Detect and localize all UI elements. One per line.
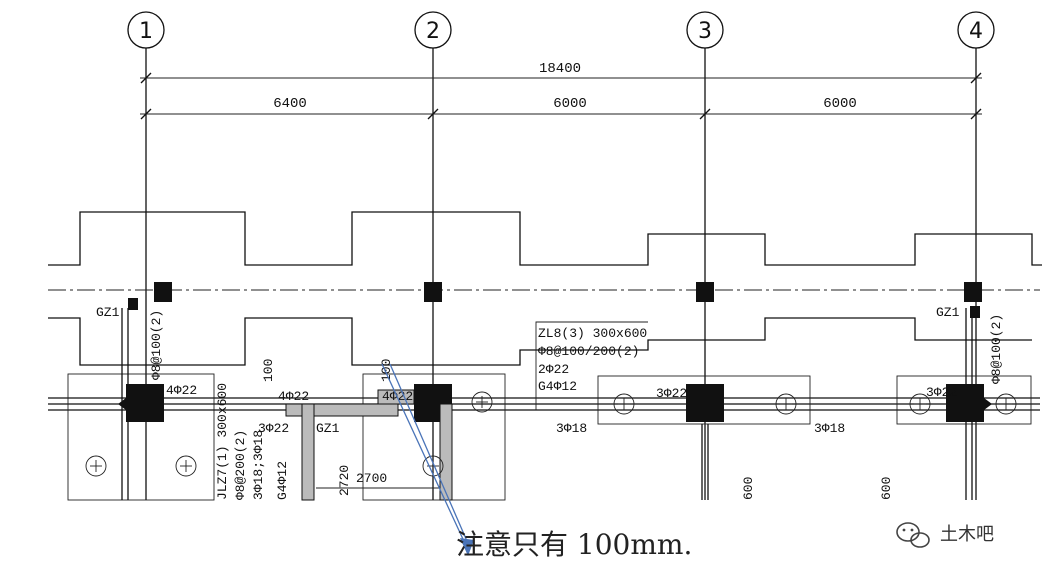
label-rebar-3-18-b: 3Φ18 xyxy=(814,421,845,436)
pile-marker xyxy=(909,393,931,415)
label-left-beam-note: Φ8@100(2) xyxy=(149,310,164,380)
dim-span-3: 6000 xyxy=(823,96,857,112)
label-zl8-line2: Φ8@100/200(2) xyxy=(538,344,639,359)
column-small-2 xyxy=(424,282,442,302)
label-jlz-line3: 3Φ18;3Φ18 xyxy=(251,430,266,500)
dim-span-2: 6000 xyxy=(553,96,587,112)
label-gz1-right: GZ1 xyxy=(936,305,960,320)
label-rebar-4-22-b: 4Φ22 xyxy=(278,389,309,404)
label-dim-600-a: 600 xyxy=(741,477,756,500)
label-dim-100-b: 100 xyxy=(379,359,394,382)
section-arrow-left xyxy=(118,398,126,410)
label-dim-100-a: 100 xyxy=(261,359,276,382)
axis-label-4: 4 xyxy=(969,19,983,44)
label-jlz-line4: G4Φ12 xyxy=(275,461,290,500)
pile-marker xyxy=(175,455,197,477)
label-jlz-line1: JLZ7(1) 300x600 xyxy=(215,383,230,500)
watermark-text: 土木吧 xyxy=(940,524,994,545)
label-zl8-line1: ZL8(3) 300x600 xyxy=(538,326,647,341)
axis-bubble-3: 3 xyxy=(686,11,724,49)
watermark: 土木吧 xyxy=(896,522,994,548)
label-rebar-3-22-c: 3Φ22 xyxy=(258,421,289,436)
axis-label-1: 1 xyxy=(139,19,153,44)
section-arrow-right xyxy=(984,398,992,410)
footing-pad-4 xyxy=(896,375,1032,425)
label-jlz-line2: Φ8@200(2) xyxy=(233,430,248,500)
label-gz1-left: GZ1 xyxy=(96,305,120,320)
axis-label-2: 2 xyxy=(426,19,440,44)
pile-marker xyxy=(995,393,1017,415)
label-zl8-line4: G4Φ12 xyxy=(538,379,577,394)
label-zl8-line3: 2Φ22 xyxy=(538,362,569,377)
zl8-leader xyxy=(535,321,648,410)
column-small-4 xyxy=(964,282,982,302)
pile-marker xyxy=(775,393,797,415)
gz1-column-right xyxy=(970,306,980,318)
hatched-wall xyxy=(285,389,453,501)
axis-label-3: 3 xyxy=(698,19,712,44)
column-large-3 xyxy=(686,384,724,422)
axis-bubble-2: 2 xyxy=(414,11,452,49)
gz1-column-left xyxy=(128,298,138,310)
label-dim-2700: 2700 xyxy=(356,471,387,486)
label-rebar-4-22-a: 4Φ22 xyxy=(166,383,197,398)
foundation-beam xyxy=(48,397,1040,411)
wechat-icon xyxy=(896,522,930,548)
annotation-arrow xyxy=(381,363,474,556)
label-gz1-mid: GZ1 xyxy=(316,421,340,436)
foundation-outline-upper xyxy=(48,211,1042,266)
label-dim-2720: 2720 xyxy=(337,465,352,496)
footing-pad-3 xyxy=(597,375,811,425)
footing-pad-2 xyxy=(362,373,506,501)
axis-bubble-4: 4 xyxy=(957,11,995,49)
column-small-3 xyxy=(696,282,714,302)
pile-markers xyxy=(85,391,1017,477)
label-rebar-3-18-a: 3Φ18 xyxy=(556,421,587,436)
annotation-note: 注意只有 100mm. xyxy=(456,528,692,561)
column-large-4 xyxy=(946,384,984,422)
pile-marker xyxy=(471,391,493,413)
column-large-1 xyxy=(126,384,164,422)
label-dim-600-b: 600 xyxy=(879,477,894,500)
tie-beam-3 xyxy=(701,424,709,500)
label-right-beam-note: Φ8@100(2) xyxy=(989,314,1004,384)
dim-total: 18400 xyxy=(539,61,581,77)
dimension-lines xyxy=(140,72,982,120)
axis-bubble-1: 1 xyxy=(127,11,165,49)
column-small-1 xyxy=(154,282,172,302)
pile-marker xyxy=(85,455,107,477)
axis-lines xyxy=(145,48,977,500)
dim-span-1: 6400 xyxy=(273,96,307,112)
label-rebar-3-22-a: 3Φ22 xyxy=(656,386,687,401)
label-rebar-3-22-b: 3Φ22 xyxy=(926,385,957,400)
footing-pad-1 xyxy=(67,373,215,501)
foundation-outline-lower xyxy=(48,317,1032,366)
pile-marker xyxy=(613,393,635,415)
